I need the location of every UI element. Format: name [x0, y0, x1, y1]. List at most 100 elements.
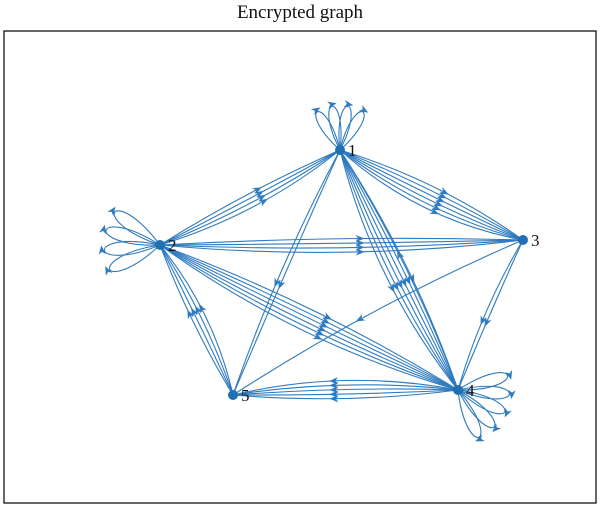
- edge-arrow-2-4: [312, 332, 323, 340]
- self-loop-arrow-4: [504, 407, 512, 418]
- edge-arrow-1-4: [387, 282, 395, 293]
- edge-arrow-5-2: [191, 307, 199, 318]
- node-label-1: 1: [348, 141, 357, 160]
- self-loop-1: [315, 111, 341, 151]
- node-label-4: 4: [466, 381, 475, 400]
- self-loop-4: [457, 389, 496, 429]
- self-loop-arrow-1: [343, 100, 354, 108]
- self-loop-1: [338, 105, 352, 151]
- self-loop-4: [457, 372, 509, 391]
- edge-1-3: [339, 149, 524, 241]
- self-loop-2: [105, 226, 161, 246]
- edge-arrow-2-1: [254, 191, 264, 199]
- self-loop-1: [328, 105, 342, 151]
- edge-2-3: [159, 239, 524, 246]
- self-loop-4: [457, 385, 511, 400]
- edge-2-4: [159, 244, 459, 391]
- edge-2-4: [159, 244, 459, 391]
- edge-4-5: [232, 384, 459, 396]
- self-loop-arrow-1: [327, 101, 337, 109]
- edge-4-5: [232, 388, 459, 396]
- edge-2-4: [159, 244, 459, 391]
- edge-arrow-2-4: [314, 328, 325, 336]
- edge-1-3: [339, 149, 524, 241]
- edge-2-3: [159, 239, 524, 253]
- edge-arrow-2-1: [252, 187, 262, 195]
- edge-arrow-3-4: [480, 315, 488, 326]
- node-3: [518, 235, 528, 245]
- plot-frame: [3, 30, 597, 504]
- self-loop-arrow-1: [358, 104, 369, 113]
- edge-arrow-1-5: [274, 277, 282, 288]
- edge-5-2: [159, 244, 234, 396]
- edge-5-2: [159, 244, 234, 396]
- edge-1-3: [339, 149, 524, 241]
- edge-2-4: [159, 244, 459, 391]
- self-loop-1: [339, 111, 365, 151]
- edge-arrow-1-4: [403, 275, 411, 285]
- edge-arrow-1-3: [429, 207, 439, 215]
- edge-arrow-2-3: [355, 248, 365, 256]
- self-loop-arrow-4: [505, 370, 513, 380]
- edge-arrow-4-1: [397, 250, 405, 261]
- self-loop-arrow-2: [107, 206, 116, 217]
- edge-1-4: [339, 149, 459, 391]
- edge-1-3: [339, 149, 524, 241]
- self-loop-2: [103, 240, 161, 256]
- edge-1-5: [232, 149, 341, 396]
- edge-arrow-1-4: [391, 281, 399, 291]
- edge-2-4: [159, 244, 459, 391]
- edge-4-5: [232, 389, 459, 400]
- edge-layer: [159, 149, 524, 403]
- node-1: [335, 145, 345, 155]
- edge-arrow-1-3: [431, 203, 441, 211]
- edge-1-5: [232, 149, 341, 396]
- graph-title: Encrypted graph: [236, 2, 364, 23]
- edge-2-3: [159, 237, 524, 246]
- edge-arrow-2-1: [256, 194, 266, 203]
- edge-1-4: [339, 149, 459, 391]
- edge-arrow-4-5: [329, 377, 339, 385]
- self-loop-2: [108, 244, 161, 273]
- edge-2-1: [159, 149, 341, 246]
- node-label-3: 3: [531, 231, 540, 250]
- edge-3-5: [232, 239, 524, 396]
- node-4: [453, 385, 463, 395]
- edge-3-4: [457, 239, 524, 391]
- edge-1-4: [339, 149, 459, 391]
- edge-5-2: [159, 244, 234, 396]
- edge-2-1: [159, 149, 341, 246]
- edge-arrow-2-1: [258, 198, 268, 207]
- edge-arrow-1-4: [399, 277, 407, 287]
- edge-1-4: [339, 149, 459, 391]
- self-loop-4: [457, 389, 506, 415]
- edge-4-5: [232, 389, 459, 396]
- edge-arrow-3-5: [355, 314, 366, 322]
- edge-2-4: [159, 244, 459, 391]
- edge-2-3: [159, 239, 524, 249]
- edge-arrow-5-2: [187, 309, 195, 320]
- edge-arrow-2-4: [318, 320, 329, 328]
- self-loop-arrow-4: [492, 423, 502, 433]
- edge-1-3: [339, 149, 524, 241]
- edge-4-5: [232, 379, 459, 396]
- edge-arrow-5-2: [195, 305, 203, 316]
- self-loop-4: [457, 389, 482, 438]
- edge-arrow-1-4: [395, 279, 403, 289]
- self-loop-2: [113, 210, 161, 246]
- edge-3-4: [457, 239, 524, 391]
- edge-2-1: [159, 149, 341, 246]
- self-loop-arrow-1: [310, 107, 321, 116]
- edge-4-1: [339, 149, 459, 391]
- self-loop-arrow-4: [508, 389, 516, 400]
- self-loop-layer: [98, 100, 516, 442]
- self-loop-arrow-2: [105, 266, 113, 276]
- edge-arrow-1-3: [433, 199, 443, 207]
- self-loop-arrow-2: [99, 224, 107, 235]
- self-loop-arrow-4: [475, 434, 485, 442]
- edge-arrow-5-2: [199, 303, 207, 314]
- edge-5-2: [159, 244, 234, 396]
- edge-1-4: [339, 149, 459, 391]
- node-label-2: 2: [168, 236, 177, 255]
